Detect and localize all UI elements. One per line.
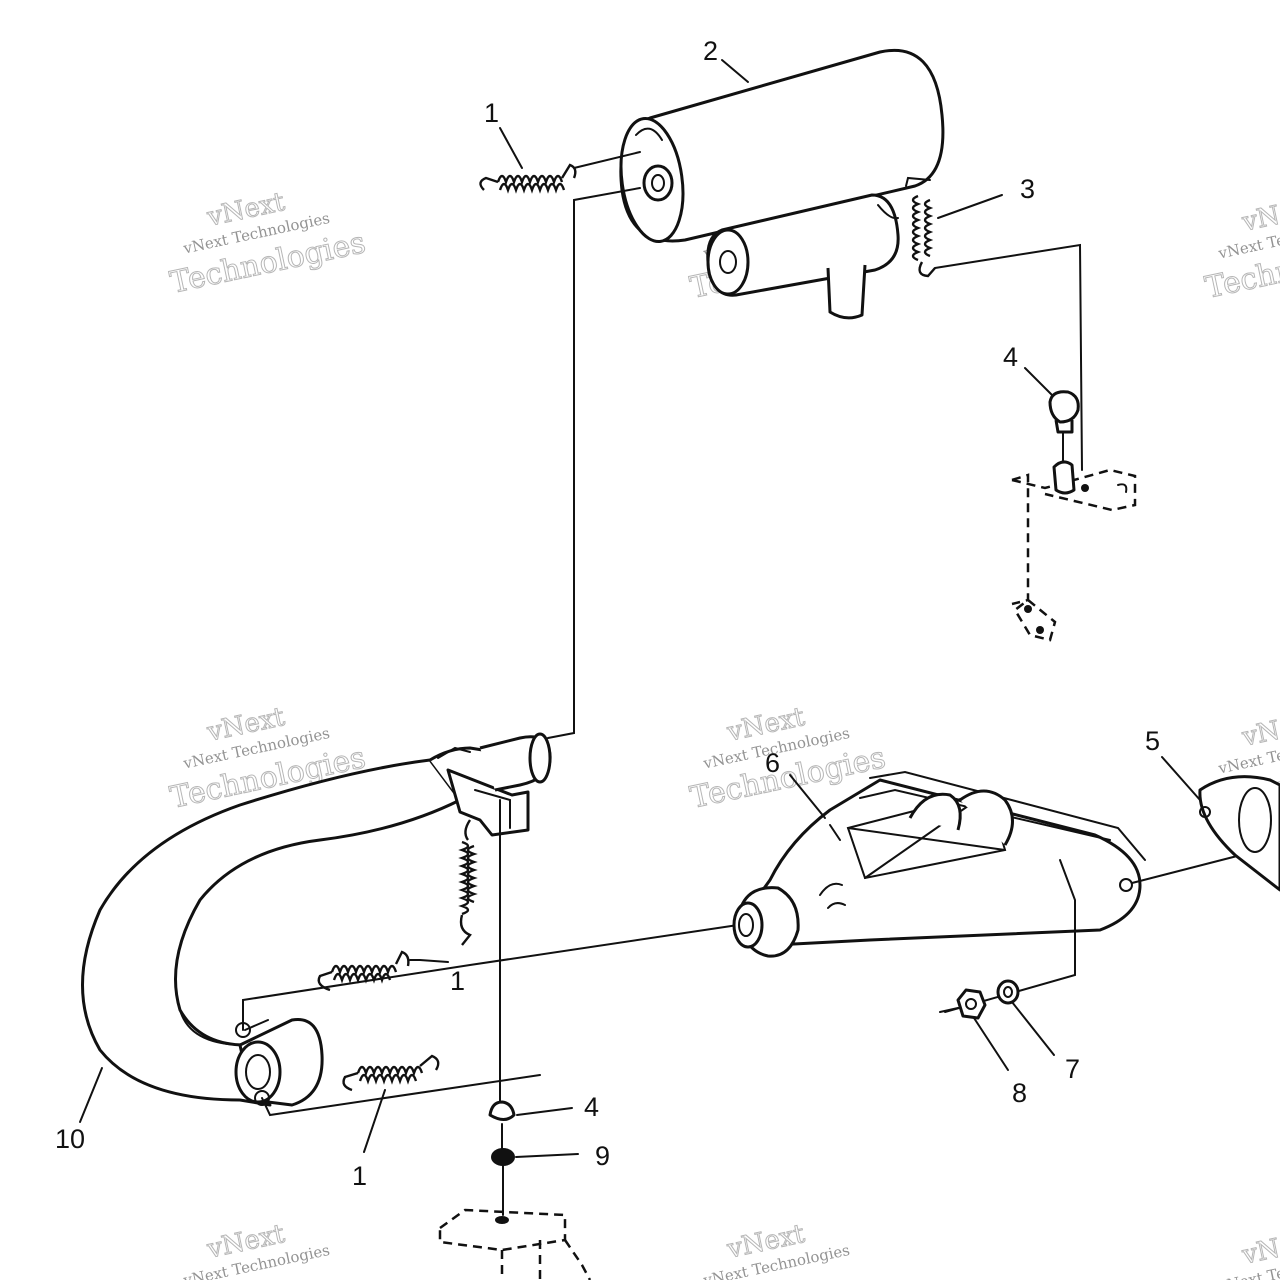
lower-mount [438,799,592,1280]
guide-line-header-silencer [242,924,739,1031]
callout-3: 3 [1020,174,1035,204]
svg-text:vNext: vNext [1239,192,1280,238]
callout-9: 9 [595,1141,610,1171]
callout-5: 5 [1145,726,1160,756]
watermark-8: vNext vNext Technologies [701,1219,851,1280]
spring-middle [317,950,410,992]
spring-vertical [458,819,478,946]
guide-line-header-muffler [547,187,641,739]
callout-1-middle: 1 [450,966,465,996]
watermark-1: vNext vNext Technologies Technologies [167,187,369,302]
bracket-right [1011,390,1137,642]
watermark-3: vNext vNext Technologies Technologies [1202,192,1280,307]
callout-4-right: 4 [1003,342,1018,372]
callout-10: 10 [55,1124,85,1154]
leader-lines [79,59,1201,1158]
callout-1-bottom: 1 [352,1161,367,1191]
muffler [619,49,945,320]
spring-top [479,151,641,194]
svg-text:vNext: vNext [1239,707,1280,753]
callout-8: 8 [1012,1078,1027,1108]
nut-washer [939,979,1020,1020]
callout-4-lower: 4 [584,1092,599,1122]
spring-right [911,194,1083,471]
callout-labels: 1 2 3 4 5 6 1 7 8 4 9 10 1 [55,36,1160,1191]
callout-1-top: 1 [484,98,499,128]
watermark-9: vNext vNext Technologies [1216,1225,1280,1280]
header-pipe [81,732,552,1107]
callout-6: 6 [765,748,780,778]
guide-line-header-lower [261,1074,541,1117]
watermark-7: vNext vNext Technologies [181,1219,331,1280]
watermarks: vNext vNext Technologies Technologies vN… [167,187,1280,1280]
silencer [732,770,1280,1013]
callout-7: 7 [1065,1054,1080,1084]
callout-2: 2 [703,36,718,66]
spring-bottom [342,1054,440,1092]
gasket [1198,775,1280,892]
svg-text:vNext: vNext [1239,1225,1280,1271]
